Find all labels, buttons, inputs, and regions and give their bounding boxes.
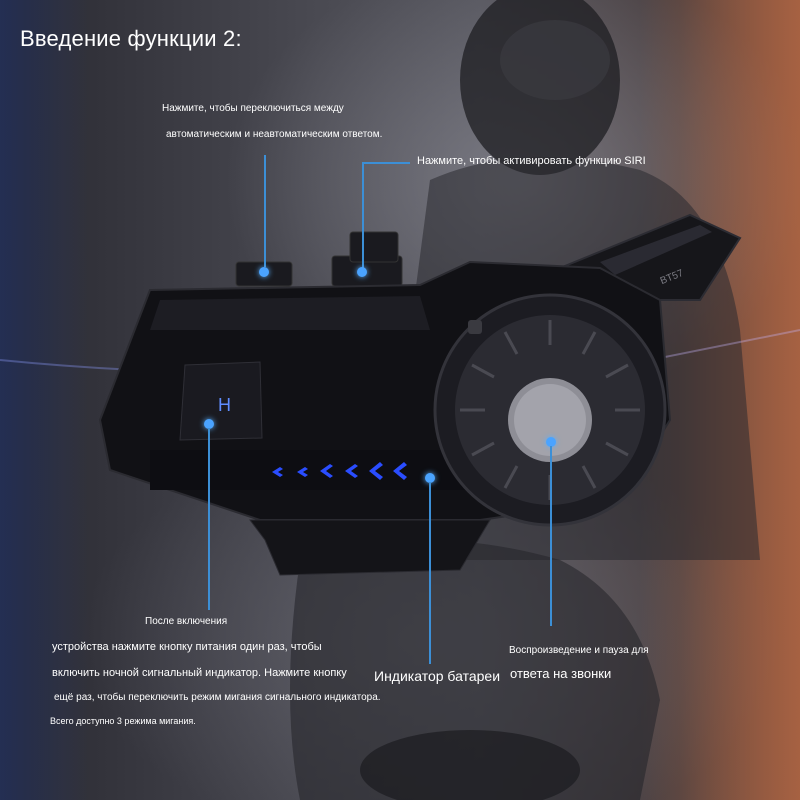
playback-dot <box>546 437 556 447</box>
power-text-5: Всего доступно 3 режима мигания. <box>50 716 196 726</box>
power-dot <box>204 419 214 429</box>
playback-text-1: Воспроизведение и пауза для <box>509 645 649 656</box>
auto-answer-text-1: Нажмите, чтобы переключиться между <box>162 103 344 114</box>
auto-answer-leader-line <box>264 155 266 267</box>
siri-leader-line-h <box>362 162 410 164</box>
siri-dot <box>357 267 367 277</box>
siri-leader-line-v <box>362 162 364 268</box>
battery-text: Индикатор батареи <box>374 668 501 684</box>
battery-dot <box>425 473 435 483</box>
auto-answer-dot <box>259 267 269 277</box>
power-text-3: включить ночной сигнальный индикатор. На… <box>52 667 347 679</box>
power-text-2: устройства нажмите кнопку питания один р… <box>52 641 322 653</box>
power-text-1: После включения <box>145 616 228 627</box>
battery-led-indicator <box>272 462 407 480</box>
bluetooth-headset-device <box>98 213 742 576</box>
battery-leader-line <box>429 482 431 664</box>
panel-letter: H <box>218 395 231 415</box>
power-leader-line <box>208 428 210 610</box>
page-title: Введение функции 2: <box>20 26 242 51</box>
playback-text-2: ответа на звонки <box>510 666 612 681</box>
motorcycle-silhouette <box>290 540 660 800</box>
left-glow <box>0 0 90 800</box>
auto-answer-text-2: автоматическим и неавтоматическим ответо… <box>166 129 383 140</box>
playback-leader-line <box>550 446 552 626</box>
siri-text: Нажмите, чтобы активировать функцию SIRI <box>417 155 646 167</box>
power-text-4: ещё раз, чтобы переключить режим мигания… <box>54 692 381 703</box>
